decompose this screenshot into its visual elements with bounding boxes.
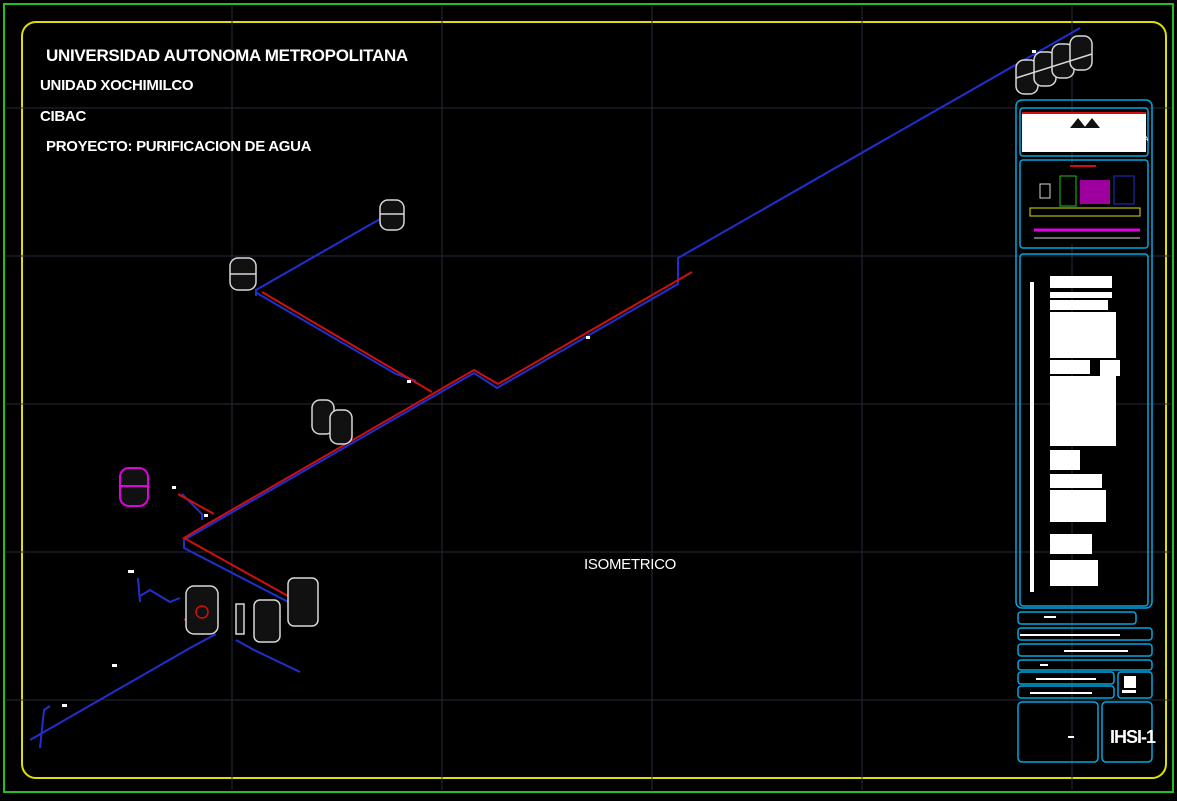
title-block-institution: UNIVERSIDAD AUTONOMA METROPOLITANA: [1023, 137, 1149, 143]
project-title: PROYECTO: PURIFICACION DE AGUA: [46, 138, 312, 155]
university-logo: [1022, 112, 1146, 152]
view-label: ISOMETRICO: [584, 556, 677, 573]
unit-title: UNIDAD XOCHIMILCO: [40, 77, 194, 94]
outer-frame: [3, 3, 1174, 793]
storage-tank-mid-left: [229, 257, 257, 291]
sheet-number: IHSI-1: [1110, 727, 1156, 747]
storage-tank-magenta: [119, 467, 149, 507]
water-supply-line: [29, 27, 1081, 749]
title-block: [1015, 99, 1153, 763]
university-title: UNIVERSIDAD AUTONOMA METROPOLITANA: [46, 46, 408, 65]
grid-lines: [6, 6, 1171, 790]
location-map: [1024, 164, 1144, 244]
materials-list-table: [1030, 276, 1120, 592]
pipe-fittings: [62, 50, 1036, 707]
storage-tank-pair: [311, 399, 353, 445]
storage-tank-top-right: [1015, 35, 1093, 95]
pump-station-equipment: [185, 577, 319, 643]
inner-frame: [21, 21, 1167, 779]
department-title: CIBAC: [40, 108, 86, 125]
storage-tank-upper: [379, 199, 405, 231]
title-block-fields: [1020, 616, 1136, 738]
